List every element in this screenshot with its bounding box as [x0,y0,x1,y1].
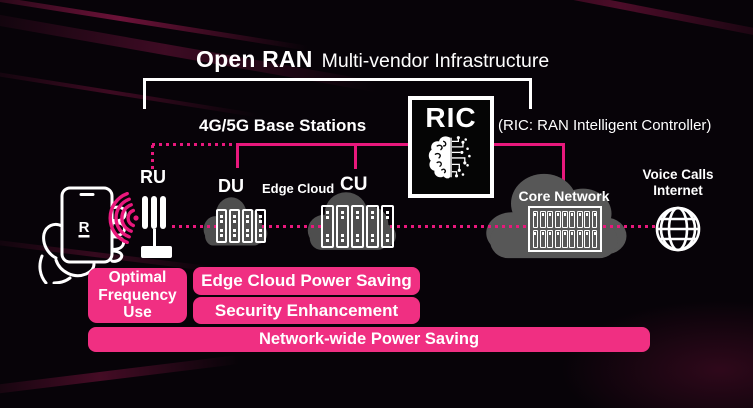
connector-cu-drop [354,143,357,169]
signal-waves-icon [108,192,139,244]
open-ran-bracket-right [529,78,532,109]
du-label: DU [218,176,244,196]
background-streak [423,0,753,48]
hand-finger [110,249,124,263]
open-ran-bracket [143,78,532,81]
benefit-line: Frequency [98,286,177,304]
benefit-line: Optimal [108,269,167,287]
dataflow-ru-du-dotted [172,225,216,228]
internet-label: Voice Calls Internet [628,167,728,199]
background-streak [0,354,240,399]
server-rack-icon [321,205,334,248]
benefit-line: Use [123,304,152,322]
ric-caption: (RIC: RAN Intelligent Controller) [498,117,712,134]
edge-cloud-label: Edge Cloud [262,181,335,196]
connector-ric-core [490,143,565,146]
ric-box: RIC [408,96,494,198]
benefit-network-wide-power-saving: Network-wide Power Saving [88,327,650,352]
server-rack-icon [229,209,240,243]
connector-core-drop [562,143,565,199]
title-subtitle: Multi-vendor Infrastructure [321,50,550,72]
connector-ru-dotted-v [151,145,154,171]
internet-line: Internet [653,183,703,198]
page-title: Open RAN Multi-vendor Infrastructure [196,46,549,73]
hand-wrist [52,276,72,284]
hand-wrist [38,254,48,284]
brain-circuit-icon [428,136,471,179]
du-server-racks-icon [216,209,266,243]
antenna-stem [153,229,156,247]
server-rack-icon [216,209,227,243]
hand-palm [54,258,96,278]
voice-calls-line: Voice Calls [642,167,714,182]
dataflow-core-internet-dotted [603,225,656,228]
core-network-label: Core Network [518,188,610,204]
background-streak [0,0,309,51]
connector-ru-dotted-h [152,143,238,146]
cu-server-racks-icon [321,205,394,248]
background-glow [560,300,753,408]
ric-label: RIC [425,102,477,133]
core-server-grid-icon [528,206,602,252]
server-rack-icon [336,205,349,248]
dataflow-du-cu-dotted [262,225,322,228]
benefit-security-enhancement: Security Enhancement [193,297,420,324]
server-rack-icon [242,209,253,243]
globe-icon [655,206,701,252]
antenna-icon [142,196,166,229]
benefit-optimal-frequency-use: Optimal Frequency Use [88,268,187,323]
cu-label: CU [340,174,368,195]
cu-cloud-icon [300,186,397,254]
phone-logo: R [79,219,90,236]
server-rack-icon [255,209,266,243]
hand-thumb [42,222,64,260]
connector-du-cu-ric [237,143,409,146]
phone-logo-underline [78,235,90,238]
open-ran-bracket-left [143,78,146,109]
server-rack-icon [381,205,394,248]
title-brand: Open RAN [196,46,313,72]
background-streak [0,66,259,118]
server-rack-icon [366,205,379,248]
ru-label: RU [140,167,166,187]
benefit-edge-cloud-power-saving: Edge Cloud Power Saving [193,267,420,295]
server-rack-icon [351,205,364,248]
dataflow-cu-core-dotted [390,225,528,228]
base-stations-label: 4G/5G Base Stations [199,116,367,135]
antenna-base [141,246,172,258]
connector-du-drop [236,143,239,168]
